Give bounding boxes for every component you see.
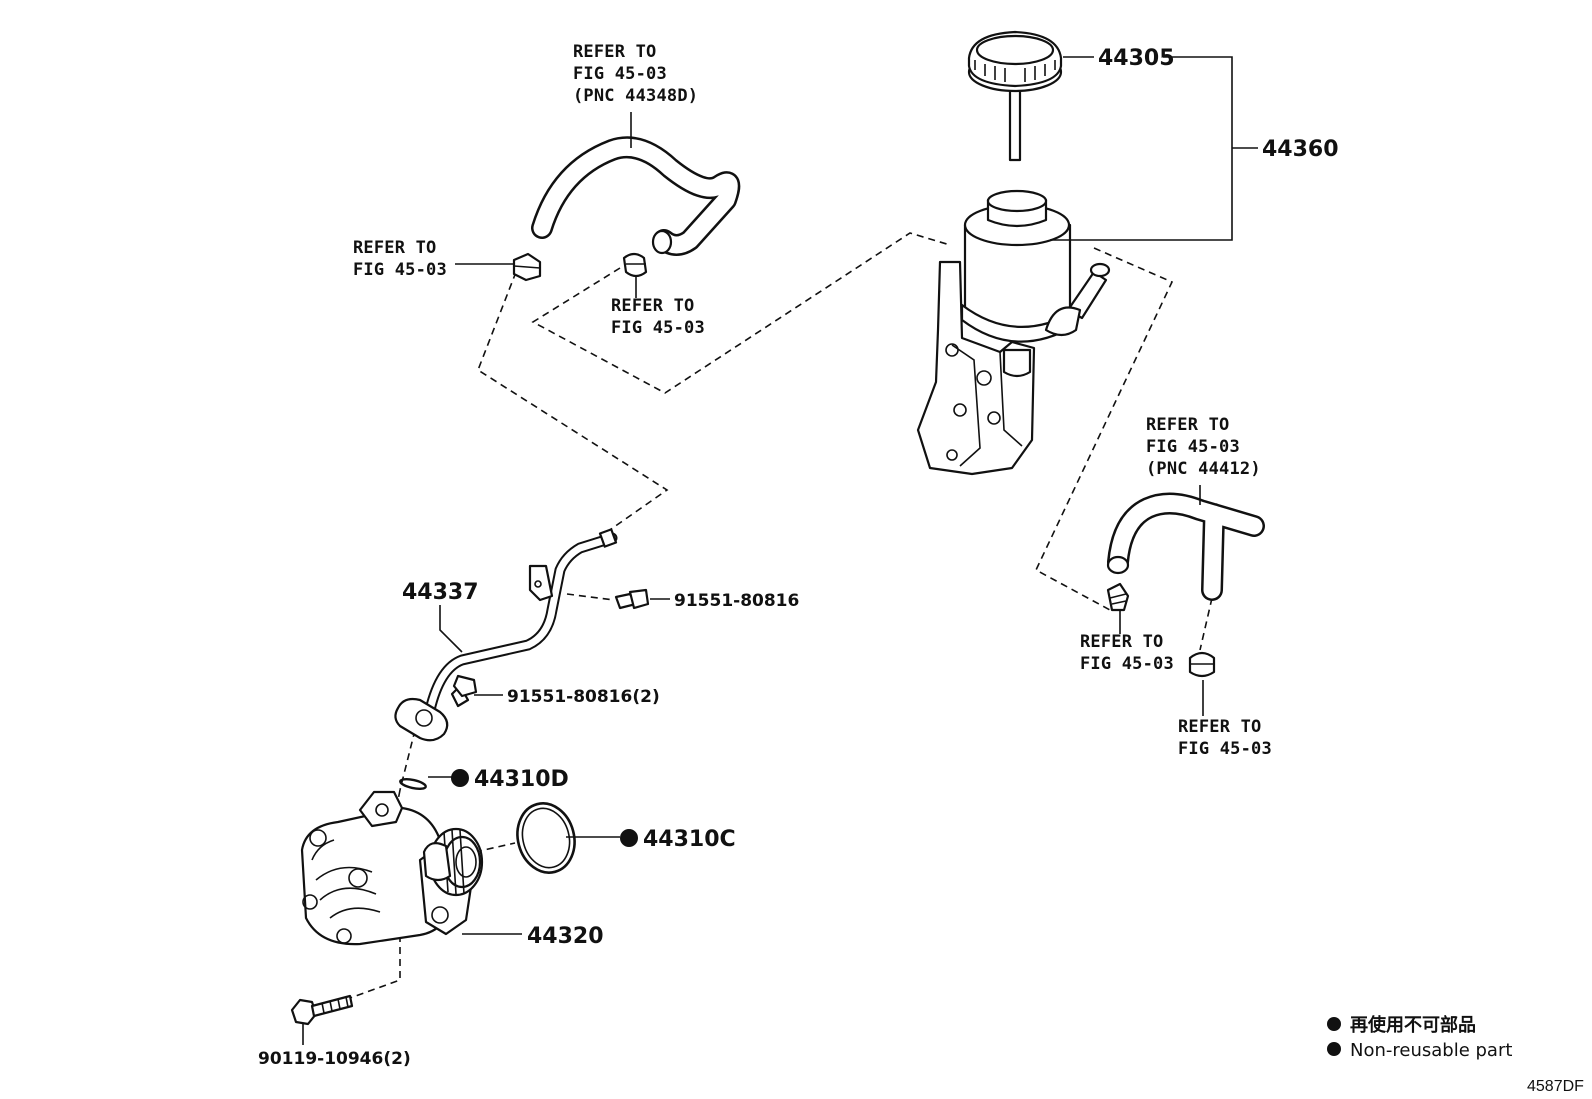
pressure-pipe: [394, 528, 618, 742]
oring-large: [516, 802, 576, 874]
vane-pump: [300, 790, 484, 946]
reservoir-cap: [967, 30, 1063, 162]
legend-en: Non-reusable part: [1350, 1040, 1512, 1061]
clamp-left: [512, 252, 542, 282]
legend: 再使用不可部品 Non-reusable part: [1327, 1014, 1512, 1061]
callout-line: REFER TO: [573, 42, 656, 62]
callout-line: FIG 45-03: [1146, 437, 1240, 457]
reservoir-tank: [916, 189, 1111, 476]
bolt-upper: [614, 588, 650, 610]
bolt-lower: [450, 674, 478, 708]
callout-line: FIG 45-03: [353, 260, 447, 280]
nonreusable-marker-44310d: [451, 769, 469, 787]
callout-hose-upper: REFER TO FIG 45-03 (PNC 44348D): [573, 42, 698, 106]
callout-line: FIG 45-03: [611, 318, 705, 338]
part-number-pump: 44320: [527, 924, 604, 949]
oring-small: [399, 778, 427, 790]
clamp-right-b: [1188, 651, 1216, 678]
legend-marker-icon: [1327, 1017, 1341, 1031]
part-number-bolt-upper: 91551-80816: [674, 591, 799, 611]
callout-line: REFER TO: [1178, 717, 1261, 737]
right-hose: [1106, 492, 1265, 601]
dashed-guides: [349, 232, 1213, 999]
callout-line: (PNC 44412): [1146, 459, 1261, 479]
figure-code: 4587DF: [1527, 1078, 1584, 1095]
part-number-bolt-lower: 91551-80816(2): [507, 687, 660, 707]
callout-line: REFER TO: [1080, 632, 1163, 652]
legend-marker-icon: [1327, 1042, 1341, 1056]
callout-line: REFER TO: [353, 238, 436, 258]
callout-line: FIG 45-03: [1178, 739, 1272, 759]
callout-line: REFER TO: [1146, 415, 1229, 435]
callout-clamp-left: REFER TO FIG 45-03: [353, 238, 447, 280]
legend-jp: 再使用不可部品: [1350, 1014, 1476, 1036]
nonreusable-marker-44310c: [620, 829, 638, 847]
part-number-pipe: 44337: [402, 580, 479, 605]
callout-hose-right: REFER TO FIG 45-03 (PNC 44412): [1146, 415, 1261, 479]
part-number-cap: 44305: [1098, 46, 1175, 71]
clamp-right-a: [1106, 582, 1130, 612]
callout-line: REFER TO: [611, 296, 694, 316]
callout-line: FIG 45-03: [1080, 654, 1174, 674]
callout-line: (PNC 44348D): [573, 86, 698, 106]
bolt-pump: [290, 994, 354, 1026]
callout-clamp-mid: REFER TO FIG 45-03: [611, 296, 705, 338]
leader-lines: [302, 56, 1258, 1045]
part-number-bolt-pump: 90119-10946(2): [258, 1049, 411, 1069]
callout-line: FIG 45-03: [573, 64, 667, 84]
clamp-mid: [622, 252, 648, 278]
part-number-oring-small: 44310D: [474, 767, 569, 792]
callout-clamp-right-b: REFER TO FIG 45-03: [1178, 717, 1272, 759]
part-number-oring-large: 44310C: [643, 827, 736, 852]
part-number-reservoir: 44360: [1262, 137, 1339, 162]
upper-hose: [531, 136, 741, 256]
callout-clamp-right-a: REFER TO FIG 45-03: [1080, 632, 1174, 674]
